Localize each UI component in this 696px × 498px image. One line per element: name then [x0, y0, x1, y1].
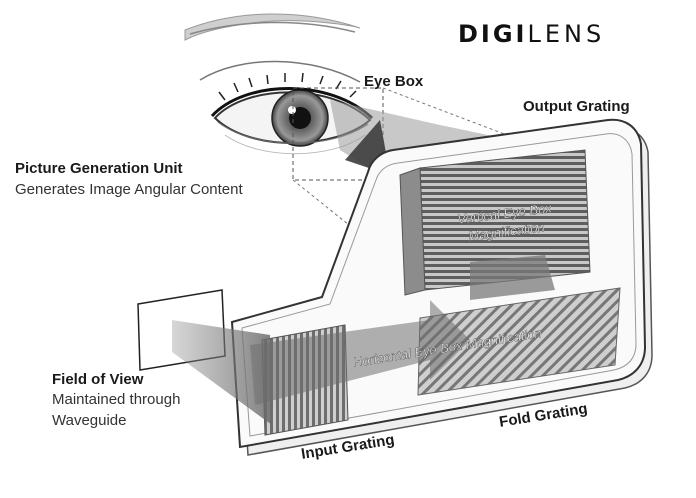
output-grating-block	[399, 149, 591, 296]
pgu-title: Picture Generation Unit	[15, 160, 183, 177]
fov-line1: Maintained through	[52, 391, 181, 408]
fov-title: Field of View	[52, 371, 144, 388]
logo-secondary: LENS	[527, 20, 606, 48]
fov-line2: Waveguide	[52, 412, 127, 429]
eye-box-label: Eye Box	[364, 73, 424, 90]
digilens-logo: DIGILENS	[458, 20, 605, 48]
horizontal-beam	[250, 300, 470, 405]
pgu-subtitle: Generates Image Angular Content	[15, 181, 243, 198]
fold-grating-block	[417, 255, 621, 396]
logo-primary: DIGI	[458, 20, 528, 48]
output-grating-label: Output Grating	[523, 98, 630, 115]
field-of-view-screen	[137, 289, 272, 425]
